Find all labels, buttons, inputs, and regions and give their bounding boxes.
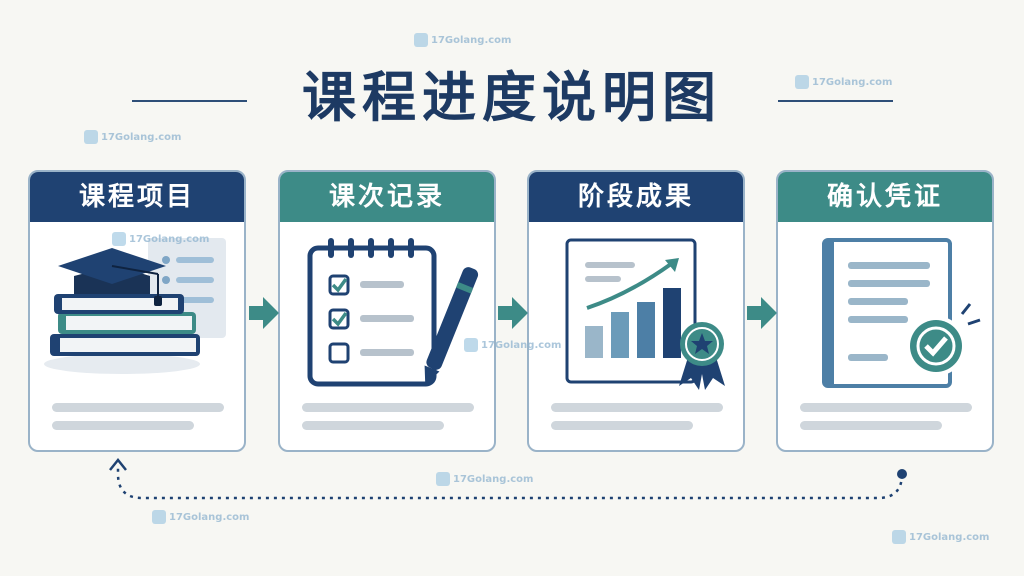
- title-left-rule: [132, 100, 247, 102]
- watermark: 17Golang.com: [112, 232, 209, 246]
- step-card-lesson-record: 课次记录: [278, 170, 496, 452]
- watermark: 17Golang.com: [795, 75, 892, 89]
- growth-chart-badge-icon: [565, 238, 725, 390]
- certificate-check-icon: [822, 238, 981, 388]
- watermark: 17Golang.com: [892, 530, 989, 544]
- watermark: 17Golang.com: [464, 338, 561, 352]
- right-arrow-icon: [747, 297, 777, 329]
- step-card-stage-result: 阶段成果: [527, 170, 745, 452]
- watermark: 17Golang.com: [414, 33, 511, 47]
- text-placeholder-bar: [52, 421, 194, 430]
- text-placeholder-bar: [800, 421, 942, 430]
- step-card-confirmation: 确认凭证: [776, 170, 994, 452]
- checklist-notepad-icon: [307, 238, 479, 387]
- step-card-header: 阶段成果: [529, 172, 743, 222]
- text-placeholder-bar: [52, 403, 224, 412]
- step-card-course-project: 课程项目: [28, 170, 246, 452]
- step-card-header: 课程项目: [30, 172, 244, 222]
- text-placeholder-bar: [551, 421, 693, 430]
- text-placeholder-bar: [800, 403, 972, 412]
- text-placeholder-bar: [302, 403, 474, 412]
- text-placeholder-bar: [302, 421, 444, 430]
- watermark: 17Golang.com: [152, 510, 249, 524]
- right-arrow-icon: [249, 297, 279, 329]
- title-right-rule: [778, 100, 893, 102]
- watermark: 17Golang.com: [436, 472, 533, 486]
- title-area: 课程进度说明图: [0, 58, 1024, 138]
- right-arrow-icon: [498, 297, 528, 329]
- page-title: 课程进度说明图: [302, 66, 722, 129]
- graduation-books-icon: [44, 238, 226, 374]
- step-card-header: 确认凭证: [778, 172, 992, 222]
- text-placeholder-bar: [551, 403, 723, 412]
- step-card-header: 课次记录: [280, 172, 494, 222]
- watermark: 17Golang.com: [84, 130, 181, 144]
